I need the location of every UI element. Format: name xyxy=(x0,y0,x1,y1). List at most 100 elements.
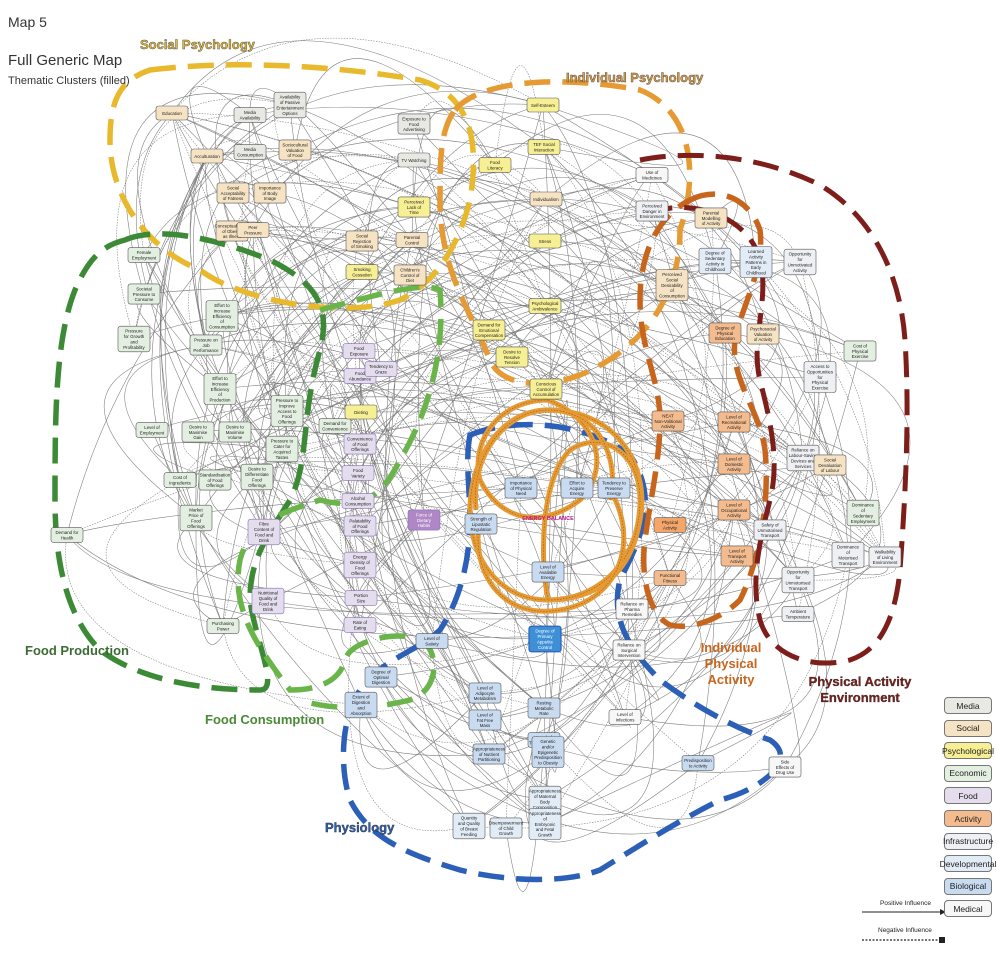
map-node[interactable]: Education xyxy=(155,105,189,121)
map-node[interactable]: Stress xyxy=(528,233,562,249)
map-node[interactable]: Dieting xyxy=(344,404,378,420)
map-node[interactable]: Individualism xyxy=(529,191,563,207)
map-node[interactable]: Self-Esteem xyxy=(526,97,560,113)
map-node[interactable]: Acculturation xyxy=(190,148,224,164)
map-node[interactable]: TV Watching xyxy=(397,152,431,168)
